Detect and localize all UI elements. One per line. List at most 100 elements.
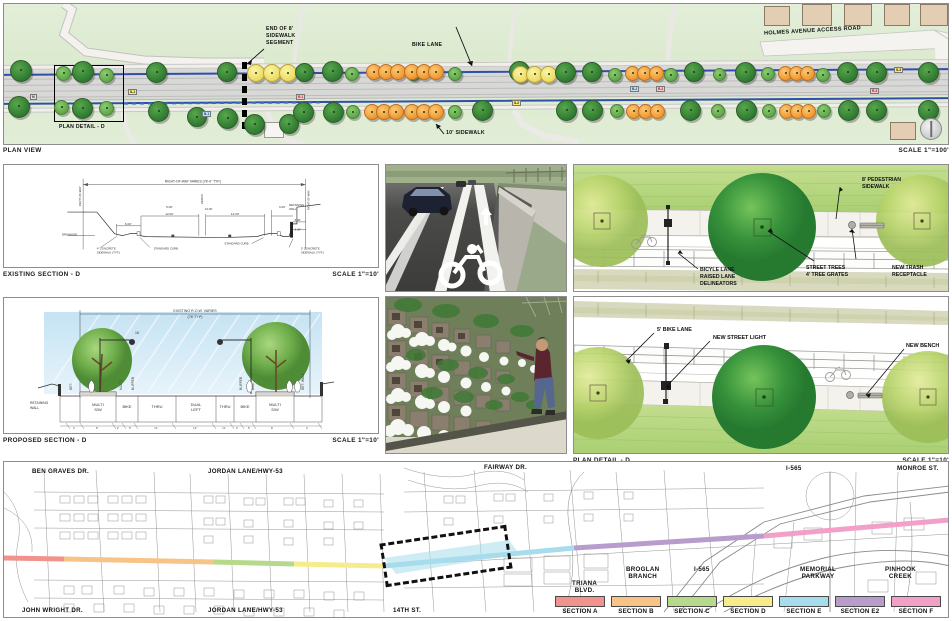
svg-text:WALL: WALL [289,207,297,211]
svg-text:DUAL: DUAL [191,402,202,407]
legend-item: SECTION D [720,596,776,615]
svg-text:3.00': 3.00' [279,205,286,209]
svg-text:EXISTING R.O.W. VARIES: EXISTING R.O.W. VARIES [173,309,217,313]
svg-text:8': 8' [96,426,99,430]
svg-text:(78' TYP): (78' TYP) [188,315,203,319]
svg-text:NEW STREET LIGHT: NEW STREET LIGHT [713,335,767,341]
svg-text:MULTI: MULTI [119,380,123,390]
legend-item: SECTION E [776,596,832,615]
svg-text:2': 2' [73,426,76,430]
north-arrow-icon [920,118,942,140]
sign-marker: S-3 [894,67,903,73]
building-footprint [764,6,790,26]
svg-text:MULTI: MULTI [269,402,281,407]
plan-detail-top-drawing: 8' PEDESTRIAN SIDEWALK STREET TREES 4' T… [574,165,948,291]
map-label-i565-bottom: I-565 [694,566,710,573]
plan-detail-title: PLAN DETAIL - D [573,457,630,464]
plan-view-scale: SCALE 1"=100' [898,147,949,154]
legend-swatch-c [667,596,717,607]
svg-text:12': 12' [193,426,197,430]
svg-text:16': 16' [135,331,140,335]
legend-item: SECTION A [552,596,608,615]
legend-item: SECTION E2 [832,596,888,615]
existing-section-title: EXISTING SECTION - D [3,271,81,278]
sign-marker: S-1 [128,89,137,95]
svg-text:11': 11' [222,426,226,430]
map-label-john-wright: JOHN WRIGHT DR. [22,607,83,614]
existing-section-scale: SCALE 1"=10' [332,271,379,278]
svg-text:5.00': 5.00' [166,205,173,209]
svg-text:8' PEDESTRIAN: 8' PEDESTRIAN [862,177,901,183]
building-footprint [844,4,872,26]
legend-swatch-e2 [835,596,885,607]
plan-view-title: PLAN VIEW [3,147,42,154]
svg-text:RET.: RET. [69,383,73,390]
plan-view-panel: PLAN DETAIL - D [3,3,949,145]
plan-detail-bottom-drawing: 5' BIKE LANE NEW STREET LIGHT NEW BENCH [574,297,948,453]
sign-marker: R-1 [296,94,306,100]
svg-text:SIDEWALK (TYP.): SIDEWALK (TYP.) [301,250,324,254]
plan-detail-scale: SCALE 1"=10' [849,457,949,464]
map-label-ben-graves: BEN GRAVES DR. [32,468,90,475]
annotation-end-of-sidewalk: END OF 8' SIDEWALK SEGMENT [266,26,296,46]
building-footprint [884,4,910,26]
map-label-memorial-parkway: MEMORIAL PARKWAY [800,566,837,580]
svg-text:THRU: THRU [151,404,162,409]
svg-text:BIKE: BIKE [251,382,255,390]
existing-section-panel: RIGHT-OF-WAY VARIES (78'-0" TYP.) 6.00' … [3,164,379,268]
svg-text:NEW TRASH: NEW TRASH [892,265,924,271]
sign-marker: R-3 [870,88,880,94]
svg-text:DRAINAGE: DRAINAGE [62,233,77,237]
svg-text:5': 5' [129,426,132,430]
svg-text:2': 2' [306,426,309,430]
svg-text:DELINEATORS: DELINEATORS [700,281,737,287]
plan-detail-top-panel: 8' PEDESTRIAN SIDEWALK STREET TREES 4' T… [573,164,949,292]
map-label-broglan-branch: BROGLAN BRANCH [626,566,660,580]
svg-text:WALL: WALL [30,406,39,410]
svg-text:MULTI: MULTI [92,402,104,407]
plan-detail-callout-label: PLAN DETAIL - D [59,124,105,130]
svg-text:12.00': 12.00' [165,212,174,216]
proposed-section-scale: SCALE 1"=10' [332,437,379,444]
proposed-section-drawing: EXISTING R.O.W. VARIES (78' TYP) 16' [4,298,378,433]
svg-text:BUFFER: BUFFER [239,376,243,390]
annotation-bike-lane: BIKE LANE [412,42,443,48]
annotation-10ft-sidewalk: 10' SIDEWALK [446,130,485,136]
map-label-fairway: FAIRWAY DR. [484,464,528,471]
svg-text:BUFFER: BUFFER [131,376,135,390]
svg-text:5': 5' [248,426,251,430]
svg-text:S/W: S/W [271,407,279,412]
svg-text:BIKE: BIKE [240,404,249,409]
legend-swatch-e [779,596,829,607]
svg-text:RETAINING: RETAINING [289,203,304,207]
svg-text:3.00': 3.00' [295,218,302,222]
legend-label-e: SECTION E [786,608,822,615]
legend-swatch-b [611,596,661,607]
svg-text:3.00': 3.00' [295,228,302,232]
svg-text:S/W: S/W [94,407,102,412]
svg-text:RECEPTACLE: RECEPTACLE [892,272,927,278]
legend-label-e2: SECTION E2 [840,608,880,615]
svg-text:13.00': 13.00' [205,207,213,211]
building-footprint [920,4,948,26]
proposed-section-title: PROPOSED SECTION - D [3,437,87,444]
legend-swatch-f [891,596,941,607]
legend-label-c: SECTION C [674,608,710,615]
map-label-triana: TRIANA BLVD. [572,580,598,594]
svg-text:NEW BENCH: NEW BENCH [906,343,939,349]
svg-text:STREET TREES: STREET TREES [806,265,846,271]
legend-label-f: SECTION F [898,608,934,615]
svg-text:12.00': 12.00' [231,212,240,216]
map-label-14th-st: 14TH ST. [393,607,422,614]
svg-text:4' CONCRETE: 4' CONCRETE [97,246,116,250]
svg-text:4' TREE GRATES: 4' TREE GRATES [806,272,849,278]
svg-text:STANDARD CURB: STANDARD CURB [154,246,178,250]
building-footprint [802,4,832,26]
svg-text:BICYLE LANE: BICYLE LANE [700,267,735,273]
legend-label-a: SECTION A [562,608,598,615]
plan-view-vector-layer [58,4,948,144]
legend-item: SECTION B [608,596,664,615]
map-label-jordan-bottom: JORDAN LANE/HWY-53 [208,607,283,614]
map-label-pinhook-creek: PINHOOK CREEK [885,566,916,580]
map-label-jordan-top: JORDAN LANE/HWY-53 [208,468,283,475]
